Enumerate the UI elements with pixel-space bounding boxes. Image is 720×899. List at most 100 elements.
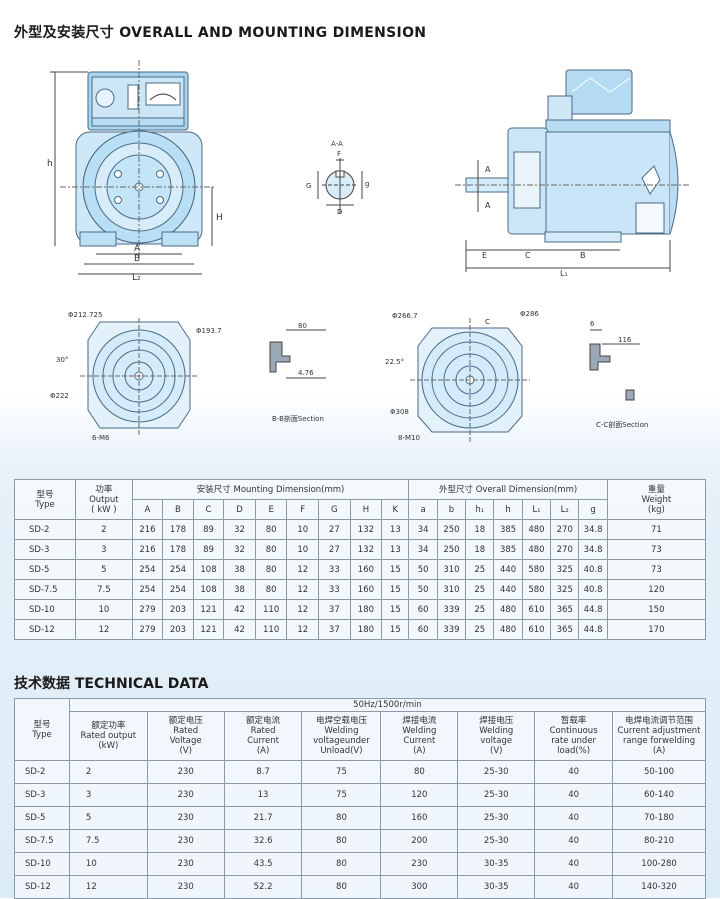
table-cell: 25-30 [457,806,536,830]
table-cell: 40 [534,829,614,853]
table-cell: 25 [465,559,495,580]
table-cell: 365 [550,619,580,640]
table-cell: 108 [192,559,225,580]
overall-col-4: L₁ [521,499,552,520]
table-cell: 40 [534,783,614,807]
side-view-dims [465,160,671,272]
dim-h-label: h [47,159,53,169]
table-cell: 310 [436,579,467,600]
table-cell: 480 [493,619,523,640]
table-cell: 480 [521,539,552,560]
table-cell: 7.5 [75,579,133,600]
table-cell: 2 [68,760,148,784]
table-cell: 13 [381,539,410,560]
table-cell: 89 [192,519,225,540]
table-cell: 21.7 [223,806,303,830]
table-cell: 339 [436,619,467,640]
table-cell: 44.8 [578,599,608,620]
side-B-label: B [580,251,586,260]
table-cell: 52.2 [223,875,303,899]
table-cell: 25 [465,579,495,600]
overall-col-0: a [408,499,438,520]
table-cell: SD-10 [13,599,77,620]
side-view-drawing [455,69,690,243]
overall-col-1: b [436,499,467,520]
table-cell: 108 [192,579,225,600]
flange2-holes: 8-M10 [398,434,420,442]
table-cell: 12 [286,579,320,600]
table-cell: 12 [75,619,133,640]
table-cell: 230 [146,783,225,807]
table-cell: 34 [408,519,438,540]
dim-header-weight: 重量 Weight (kg) [606,479,707,520]
technical-drawings: h H A B L₂ A-A F G g D [47,60,690,442]
shaft-aa-label: A-A [331,140,343,148]
tech-header-row: 额定功率 Rated output (kW)额定电压 Rated Voltage… [15,711,706,761]
table-cell: 70-180 [612,806,706,830]
table-cell: 32.6 [223,829,303,853]
table-cell: 580 [521,579,552,600]
table-cell: 10 [75,599,133,620]
table-cell: 132 [349,519,383,540]
table-cell: 38 [223,559,256,580]
table-cell: 254 [131,579,164,600]
table-cell: 480 [493,599,523,620]
section-b-caption: B-B剖面Section [272,414,324,423]
table-cell: 270 [550,519,580,540]
table-cell: 32 [223,519,256,540]
table-cell: 203 [162,619,194,640]
table-cell: 365 [550,599,580,620]
table-cell: 40 [534,875,614,899]
table-cell: 5 [75,559,133,580]
section-b-t: 4.76 [298,369,314,377]
tech-top-label: 50Hz/1500r/min [68,698,707,712]
table-cell: SD-3 [13,539,77,560]
flange2-drawing [410,318,530,442]
dim-col-A: A [131,499,164,520]
table-cell: SD-7.5 [14,829,70,853]
table-cell: 73 [606,559,707,580]
table-cell: 230 [146,852,225,876]
section-b-drawing [269,329,326,379]
table-cell: 25-30 [457,760,536,784]
table-cell: 7.5 [68,829,148,853]
table-cell: 150 [606,599,707,620]
table-cell: 50 [408,579,438,600]
dim-header-type: 型号 Type [13,479,77,520]
front-view-drawing [50,60,215,275]
table-cell: 80 [380,760,459,784]
dim-A-label: A [134,244,141,254]
table-cell: 50-100 [612,760,706,784]
table-cell: 178 [162,519,194,540]
table-cell: 32 [223,539,256,560]
table-cell: 339 [436,599,467,620]
table-cell: 279 [131,619,164,640]
table-cell: 279 [131,599,164,620]
table-cell: 15 [381,599,410,620]
table-cell: 80 [301,829,382,853]
table-cell: 230 [146,829,225,853]
dim-L2-label: L₂ [132,273,141,283]
tech-header-8: 电焊电流调节范围 Current adjustment range forwel… [612,711,706,761]
side-E-label: E [482,251,487,260]
table-cell: 254 [131,559,164,580]
tech-header-5: 焊接电流 Welding Current (A) [380,711,459,761]
table-cell: 75 [301,760,382,784]
table-cell: 37 [318,599,351,620]
overall-col-2: h₁ [465,499,495,520]
table-cell: 40 [534,852,614,876]
side-A-bot-label: A [485,201,491,210]
dim-col-C: C [192,499,225,520]
table-cell: 5 [68,806,148,830]
flange1-d1: Φ212.725 [68,311,102,319]
table-cell: 80 [254,519,288,540]
table-cell: 440 [493,559,523,580]
table-cell: 12 [68,875,148,899]
